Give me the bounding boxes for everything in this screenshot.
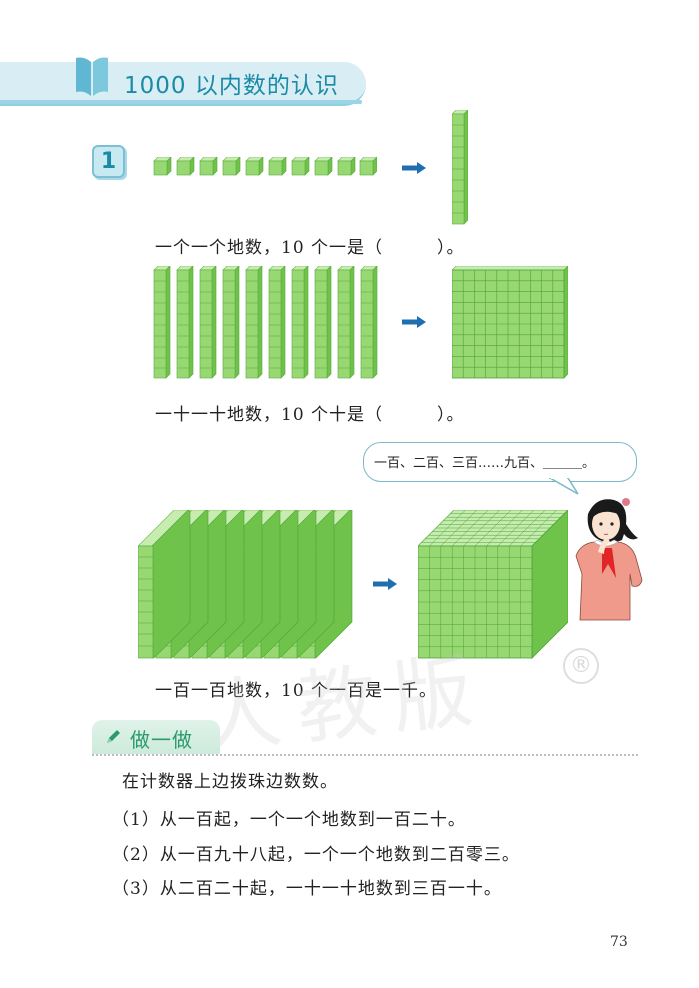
thousand-cube bbox=[418, 510, 568, 659]
do-it-label: 做一做 bbox=[130, 728, 193, 752]
speech-bubble-text: 一百、二百、三百……九百、＿＿＿。 bbox=[374, 456, 596, 471]
hundred-flat bbox=[452, 266, 568, 379]
section-title: 1000 以内数的认识 bbox=[124, 73, 339, 99]
banner-shadow bbox=[0, 100, 362, 104]
dotted-divider bbox=[92, 754, 638, 756]
ten-flats-group bbox=[138, 510, 353, 659]
speech-bubble-tail bbox=[548, 478, 579, 495]
do-it-task-2: （2）从一百九十八起，一个一个地数到二百零三。 bbox=[112, 845, 520, 865]
speech-bubble bbox=[363, 442, 637, 482]
do-it-task-3: （3）从二百二十起，一十一十地数到三百一十。 bbox=[112, 879, 502, 899]
section-banner bbox=[0, 62, 366, 106]
unit-cubes-group bbox=[153, 157, 377, 176]
arrow-right-icon bbox=[373, 578, 397, 590]
page-number: 73 bbox=[610, 934, 628, 950]
problem-number-badge: 1 bbox=[92, 145, 125, 178]
do-it-intro: 在计数器上边拨珠边数数。 bbox=[122, 772, 338, 792]
pencil-icon bbox=[107, 730, 120, 743]
row2-sentence: 一十一十地数，10 个十是（ ）。 bbox=[155, 405, 465, 425]
row1-sentence: 一个一个地数，10 个一是（ ）。 bbox=[155, 238, 465, 258]
arrow-right-icon bbox=[402, 316, 426, 328]
do-it-task-1: （1）从一百起，一个一个地数到一百二十。 bbox=[112, 810, 466, 830]
registered-mark: ® bbox=[563, 648, 599, 684]
row3-sentence: 一百一百地数，10 个一百是一千。 bbox=[155, 681, 438, 701]
ten-rod bbox=[452, 110, 468, 225]
girl-illustration bbox=[575, 498, 643, 621]
ten-rods-group bbox=[153, 266, 378, 379]
open-book-icon bbox=[76, 57, 108, 96]
arrow-right-icon bbox=[402, 162, 426, 174]
